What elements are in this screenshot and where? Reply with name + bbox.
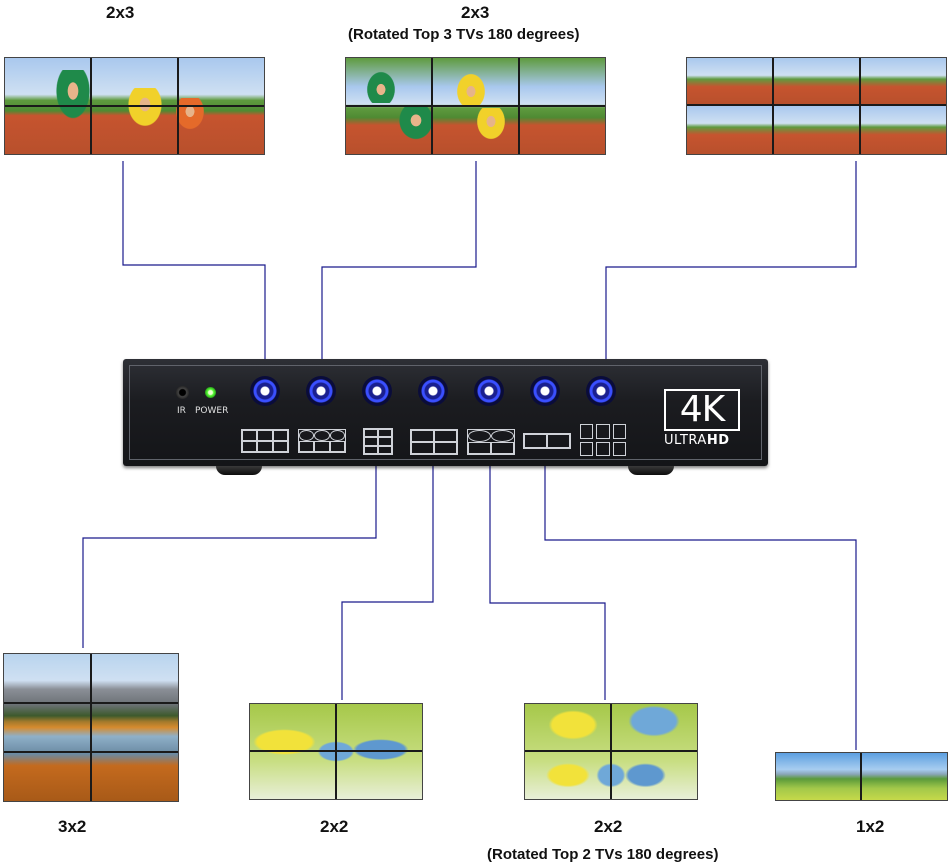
mode-2x2-rotated-icon xyxy=(467,429,515,455)
mode-button-4[interactable] xyxy=(418,376,448,406)
bottom-label-3x2: 3x2 xyxy=(58,817,87,836)
mode-2x3-rotated-icon xyxy=(298,429,346,453)
bottom-label-2x2: 2x2 xyxy=(320,817,349,836)
mode-button-6[interactable] xyxy=(530,376,560,406)
bottom-label-2x2-rotated: 2x2 xyxy=(594,817,623,836)
mode-3x3-icon xyxy=(580,424,626,456)
video-wall-2x2 xyxy=(249,703,423,800)
connector-top-right xyxy=(605,161,857,375)
connector-bottom-3x2 xyxy=(82,452,377,648)
connector-top-left xyxy=(122,161,266,375)
device-foot-left xyxy=(216,466,262,475)
mode-3x2-icon xyxy=(363,428,393,455)
connector-top-middle xyxy=(321,161,477,375)
video-wall-2x3 xyxy=(4,57,265,155)
video-wall-3x2 xyxy=(3,653,179,802)
video-wall-1x2 xyxy=(775,752,948,801)
video-wall-2x2-rotated xyxy=(524,703,698,800)
top-left-label: 2x3 xyxy=(106,3,135,22)
top-middle-label: 2x3 xyxy=(461,3,490,22)
ir-receiver-icon xyxy=(176,386,189,399)
device-foot-right xyxy=(628,466,674,475)
ir-label: IR xyxy=(177,406,186,416)
connector-bottom-2x2 xyxy=(341,452,434,700)
mode-button-5[interactable] xyxy=(474,376,504,406)
mode-button-1[interactable] xyxy=(250,376,280,406)
top-middle-sublabel: (Rotated Top 3 TVs 180 degrees) xyxy=(348,26,580,43)
power-label: POWER xyxy=(195,406,229,416)
connector-bottom-1x2 xyxy=(544,452,857,750)
logo-ultra-hd: ULTRAHD xyxy=(664,433,730,448)
video-wall-2x3-mirror xyxy=(686,57,947,155)
mode-2x2-icon xyxy=(410,429,458,455)
connector-bottom-2x2-rotated xyxy=(489,452,606,700)
power-led-icon xyxy=(205,387,216,398)
video-wall-2x3-rotated xyxy=(345,57,606,155)
mode-button-2[interactable] xyxy=(306,376,336,406)
mode-button-7[interactable] xyxy=(586,376,616,406)
mode-2x3-icon xyxy=(241,429,289,453)
logo-4k: 4K xyxy=(664,389,740,431)
video-wall-controller xyxy=(123,359,768,466)
mode-button-3[interactable] xyxy=(362,376,392,406)
bottom-label-1x2: 1x2 xyxy=(856,817,885,836)
bottom-sublabel-2x2-rotated: (Rotated Top 2 TVs 180 degrees) xyxy=(487,846,719,863)
mode-1x2-icon xyxy=(523,433,571,449)
